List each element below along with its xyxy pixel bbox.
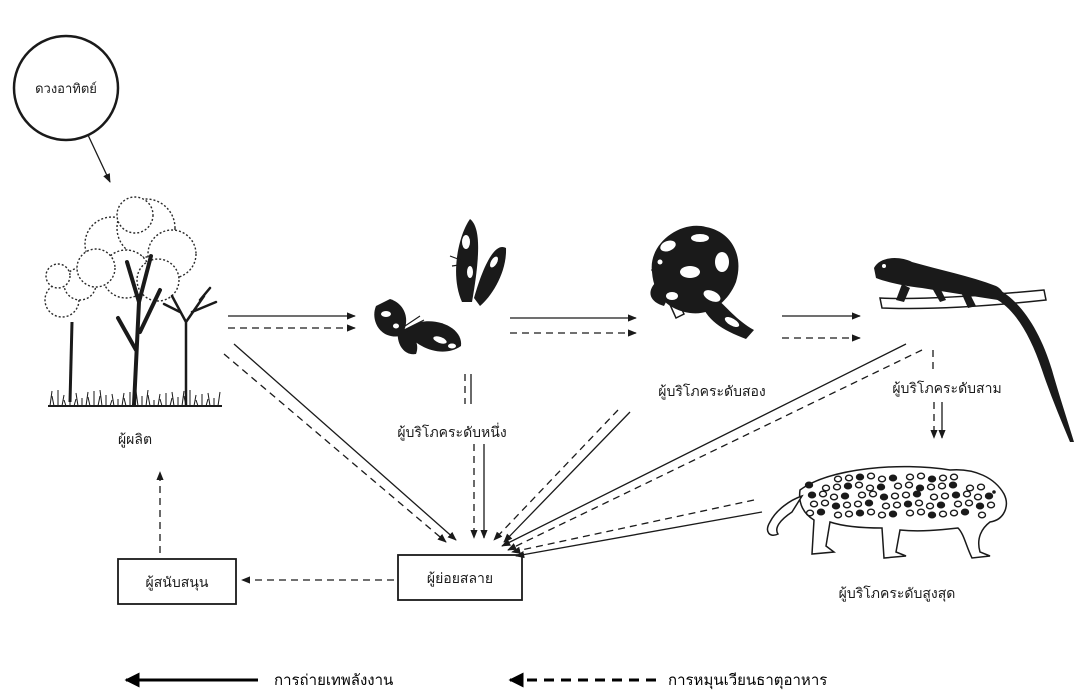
sun-node: ดวงอาทิตย์ xyxy=(14,36,118,140)
tertiary-consumer-label: ผู้บริโภคระดับสาม xyxy=(892,380,1001,397)
sun-label: ดวงอาทิตย์ xyxy=(35,81,97,97)
decomposer-node: ผู้ย่อยสลาย xyxy=(398,555,522,600)
jaguar-icon xyxy=(768,467,1007,558)
sun-to-producer-arrow xyxy=(88,135,110,182)
top-consumer-label: ผู้บริโภคระดับสูงสุด xyxy=(839,585,956,602)
nutrient-arrow-producer-to-decomposer xyxy=(224,354,446,542)
butterfly-icon xyxy=(374,219,506,354)
energy-arrow-producer-to-decomposer xyxy=(234,344,456,540)
legend-nutrient: การหมุนเวียนธาตุอาหาร xyxy=(510,671,827,690)
legend-energy-label: การถ่ายเทพลังงาน xyxy=(274,671,393,689)
supporter-label: ผู้สนับสนุน xyxy=(146,575,209,591)
decomposer-label: ผู้ย่อยสลาย xyxy=(427,571,493,587)
energy-arrow-top-to-decomposer xyxy=(516,512,762,556)
legend-energy: การถ่ายเทพลังงาน xyxy=(126,671,393,689)
legend-nutrient-label: การหมุนเวียนธาตุอาหาร xyxy=(668,671,827,690)
tree-icon xyxy=(45,197,222,406)
secondary-consumer-label: ผู้บริโภคระดับสอง xyxy=(658,383,766,400)
supporter-node: ผู้สนับสนุน xyxy=(118,559,236,604)
energy-arrow-secondary-to-decomposer xyxy=(504,412,630,542)
primary-consumer-label: ผู้บริโภคระดับหนึ่ง xyxy=(397,423,506,441)
legend: การถ่ายเทพลังงาน การหมุนเวียนธาตุอาหาร xyxy=(126,671,827,690)
nutrient-arrow-secondary-to-decomposer xyxy=(494,410,618,540)
lizard-icon xyxy=(874,258,1074,442)
nutrient-arrow-top-to-decomposer xyxy=(512,500,754,552)
producer-label: ผู้ผลิต xyxy=(118,432,152,448)
frog-icon xyxy=(650,226,754,339)
